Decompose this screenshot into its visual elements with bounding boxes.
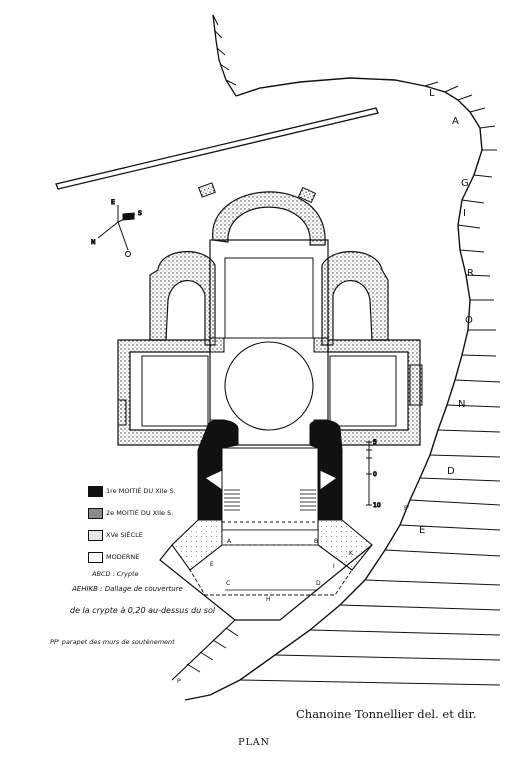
legend-aehikb: AEHIKB : Dallage de couverture bbox=[72, 585, 183, 593]
svg-text:N: N bbox=[91, 239, 96, 246]
legend-label: MODERNE bbox=[106, 553, 140, 561]
terrace-wall bbox=[159, 544, 373, 681]
legend-label: 1re MOITIÉ DU XIIe S. bbox=[106, 487, 176, 495]
compass-rose: E S N bbox=[91, 199, 143, 257]
point-labels: A B C D E H I K P P' bbox=[177, 505, 410, 685]
legend-swatch-late-12th bbox=[88, 508, 103, 519]
svg-text:K: K bbox=[349, 550, 354, 557]
porch-xv bbox=[171, 519, 373, 596]
river-name: L A G I R O N D E bbox=[419, 88, 474, 536]
svg-text:0: 0 bbox=[373, 471, 377, 478]
upper-wall bbox=[55, 107, 379, 190]
legend-label: 2e MOITIÉ DU XIIe S. bbox=[106, 509, 174, 517]
svg-text:I: I bbox=[333, 563, 335, 570]
legend-swatch-early-12th bbox=[88, 486, 103, 497]
drawing-credit: Chanoine Tonnellier del. et dir. bbox=[296, 707, 477, 721]
lower-slope bbox=[186, 627, 239, 673]
legend-swatch-modern bbox=[88, 552, 103, 563]
svg-text:5: 5 bbox=[373, 439, 377, 446]
church-walls bbox=[117, 182, 423, 446]
svg-text:P: P bbox=[177, 678, 181, 685]
svg-text:O: O bbox=[465, 315, 473, 326]
svg-text:R: R bbox=[467, 268, 474, 279]
legend-parapet: PP' parapet des murs de soutènement bbox=[50, 638, 175, 646]
nave bbox=[221, 447, 319, 531]
cliff-hatching bbox=[212, 14, 237, 97]
svg-text:D: D bbox=[447, 466, 455, 477]
legend-swatch-xv bbox=[88, 530, 103, 541]
svg-text:E: E bbox=[111, 199, 115, 206]
svg-text:A: A bbox=[227, 538, 232, 545]
svg-text:L: L bbox=[429, 88, 435, 99]
svg-text:S: S bbox=[138, 210, 142, 217]
svg-text:B: B bbox=[314, 538, 318, 545]
svg-text:H: H bbox=[266, 596, 271, 603]
legend-crypt-line: de la crypte à 0,20 au-dessus du sol bbox=[70, 606, 216, 615]
legend-abcd: ABCD : Crypte bbox=[92, 570, 139, 578]
svg-text:G: G bbox=[461, 178, 469, 189]
svg-text:C: C bbox=[226, 580, 230, 587]
svg-text:P': P' bbox=[404, 505, 410, 512]
river-bank bbox=[184, 77, 501, 701]
scale-bar: 5 0 10 bbox=[366, 439, 381, 510]
svg-text:I: I bbox=[463, 208, 466, 219]
svg-text:E: E bbox=[210, 561, 214, 568]
svg-text:10: 10 bbox=[373, 502, 381, 509]
svg-text:A: A bbox=[452, 116, 459, 127]
early-12th-walls bbox=[197, 419, 343, 521]
figure-caption: PLAN bbox=[238, 737, 270, 748]
svg-text:E: E bbox=[419, 525, 425, 536]
legend-label: XVe SIÈCLE bbox=[106, 531, 143, 539]
svg-text:D: D bbox=[316, 580, 321, 587]
svg-text:N: N bbox=[458, 399, 465, 410]
